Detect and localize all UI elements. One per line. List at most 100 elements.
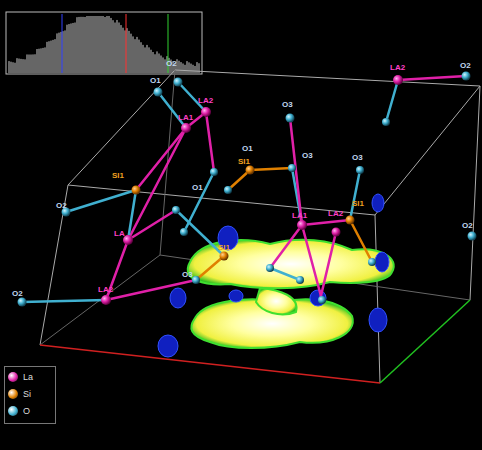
- histogram-bar: [183, 63, 184, 73]
- legend-row: La: [8, 369, 55, 384]
- histogram-bar: [119, 22, 120, 73]
- histogram-bar: [135, 39, 136, 73]
- histogram-bar: [115, 23, 116, 73]
- legend-swatch: [8, 389, 18, 399]
- histogram-bar: [157, 51, 158, 73]
- atom-label: LA1: [292, 212, 307, 220]
- legend-swatch: [8, 372, 18, 382]
- histogram-bar: [195, 66, 196, 73]
- atom-label: O3: [352, 154, 363, 162]
- histogram-bar: [101, 16, 102, 73]
- atom-label: SI1: [352, 200, 364, 208]
- histogram-bar: [85, 17, 86, 73]
- histogram-bar: [193, 65, 194, 73]
- histogram-bar: [145, 47, 146, 73]
- histogram-bar: [141, 42, 142, 73]
- legend-row: Si: [8, 386, 55, 401]
- atom-label: O1: [192, 184, 203, 192]
- histogram-bar: [29, 55, 30, 73]
- atom-label: O3: [282, 101, 293, 109]
- histogram-bar: [129, 31, 130, 73]
- histogram-bar: [13, 62, 14, 73]
- histogram-bar: [95, 16, 96, 73]
- histogram-bar: [67, 25, 68, 73]
- histogram-bar: [189, 62, 190, 73]
- histogram-bar: [153, 52, 154, 73]
- histogram-bar: [107, 16, 108, 73]
- histogram-bar: [159, 54, 160, 73]
- histogram-bar: [109, 16, 110, 73]
- histogram-bar: [103, 16, 104, 73]
- histogram-bar: [75, 23, 76, 73]
- histogram-bar: [165, 59, 166, 73]
- histogram-bar: [17, 58, 18, 73]
- atom-label: O3: [302, 152, 313, 160]
- histogram-bar: [23, 59, 24, 73]
- histogram-bar: [27, 54, 28, 73]
- histogram-bar: [91, 16, 92, 73]
- histogram-bar: [191, 64, 192, 73]
- histogram-bar: [63, 31, 64, 73]
- atom-label: SI1: [218, 244, 230, 252]
- atom-label: O2: [166, 60, 177, 68]
- histogram-bar: [187, 61, 188, 73]
- histogram-bar: [73, 23, 74, 73]
- legend-text: La: [23, 372, 33, 382]
- histogram-bar: [97, 16, 98, 73]
- atom-label: O2: [56, 202, 67, 210]
- histogram-bar: [83, 17, 84, 73]
- histogram-bar: [93, 16, 94, 73]
- histogram-bar: [55, 39, 56, 73]
- histogram-bar: [15, 63, 16, 73]
- histogram-bar: [121, 25, 122, 73]
- histogram-bar: [49, 41, 50, 73]
- histogram-bar: [113, 20, 114, 73]
- histogram-bar: [163, 57, 164, 73]
- histogram-bar: [35, 54, 36, 73]
- histogram-bar: [69, 24, 70, 73]
- histogram-bar: [41, 48, 42, 73]
- atom-label: LA2: [98, 286, 113, 294]
- histogram-bar: [61, 32, 62, 73]
- atom-label: O1: [242, 145, 253, 153]
- histogram-bar: [139, 40, 140, 73]
- histogram-bar: [45, 47, 46, 73]
- histogram-bar: [133, 36, 134, 73]
- histogram-bar: [87, 16, 88, 73]
- histogram-bar: [21, 59, 22, 73]
- legend: LaSiO: [4, 366, 56, 424]
- atom-label: O2: [462, 222, 473, 230]
- atom-label: LA: [114, 230, 125, 238]
- histogram-bar: [19, 59, 20, 73]
- histogram-bar: [179, 61, 180, 73]
- histogram-bar: [53, 40, 54, 73]
- histogram-bar: [11, 62, 12, 73]
- atom-label: LA1: [178, 114, 193, 122]
- atom-label: LA2: [328, 210, 343, 218]
- histogram-bar: [77, 17, 78, 73]
- legend-swatch: [8, 406, 18, 416]
- histogram-bar: [43, 48, 44, 73]
- histogram-bar: [155, 54, 156, 73]
- atom-label: O1: [150, 77, 161, 85]
- histogram-bar: [71, 23, 72, 73]
- atom-label: LA2: [390, 64, 405, 72]
- atom-label: SI1: [112, 172, 124, 180]
- histogram-bar: [151, 50, 152, 73]
- histogram-bar: [51, 41, 52, 73]
- atom-label: O2: [12, 290, 23, 298]
- histogram-bar: [123, 28, 124, 73]
- legend-row: O: [8, 403, 55, 418]
- histogram-bar: [143, 45, 144, 73]
- histogram-bar: [89, 16, 90, 73]
- legend-text: Si: [23, 389, 31, 399]
- atom-label: O2: [460, 62, 471, 70]
- histogram-bar: [181, 62, 182, 73]
- histogram-bar: [105, 17, 106, 73]
- atom-label: LA2: [198, 97, 213, 105]
- atom-label: O3: [182, 271, 193, 279]
- histogram-bar: [31, 55, 32, 73]
- histogram-bar: [33, 54, 34, 73]
- histogram-bar: [25, 59, 26, 73]
